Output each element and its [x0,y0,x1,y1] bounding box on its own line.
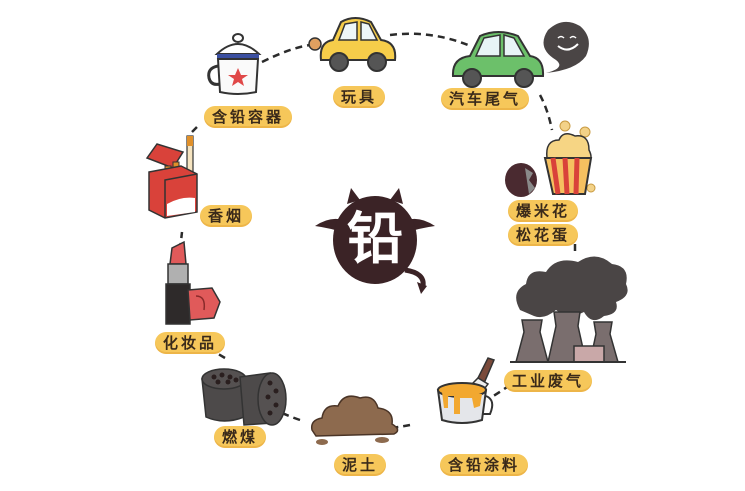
cosmetics-illustration [160,240,225,330]
enamel-mug-icon [207,33,262,95]
industrial-illustration [508,250,633,365]
soil-pile-icon [310,395,399,445]
cigarette-pack-icon [145,135,198,219]
car-exhaust-icon [451,21,589,88]
toy-illustration [305,10,400,80]
wind-up-toy-car-icon [308,17,397,72]
label-exhaust: 汽车尾气 [441,88,530,110]
container-illustration [205,32,265,97]
factory-smoke-icon [510,256,628,363]
paint-bucket-icon [436,357,496,424]
soil-illustration [308,390,403,445]
label-cosmetics: 化妆品 [155,332,226,354]
label-container: 含铅容器 [204,106,293,128]
lead-devil-badge: 铅 [305,178,445,298]
label-paint: 含铅涂料 [440,454,529,476]
label-cigarettes: 香烟 [200,205,253,227]
label-soil: 泥土 [334,454,387,476]
exhaust-illustration [448,18,598,93]
label-coal: 燃煤 [214,426,267,448]
paint-illustration [432,356,502,426]
preserved-egg-icon [505,163,537,197]
coal-briquette-icon [201,368,287,426]
popcorn-egg-illustration [503,118,598,198]
lipstick-icon [165,240,221,325]
lead-character: 铅 [347,207,403,272]
coal-illustration [200,365,290,430]
label-toy: 玩具 [333,86,386,108]
cigarettes-illustration [143,132,203,222]
label-industrial: 工业废气 [504,370,593,392]
label-preserved-egg: 松花蛋 [508,224,579,246]
label-popcorn: 爆米花 [508,200,579,222]
popcorn-icon [505,120,596,197]
devil-icon [315,188,435,294]
